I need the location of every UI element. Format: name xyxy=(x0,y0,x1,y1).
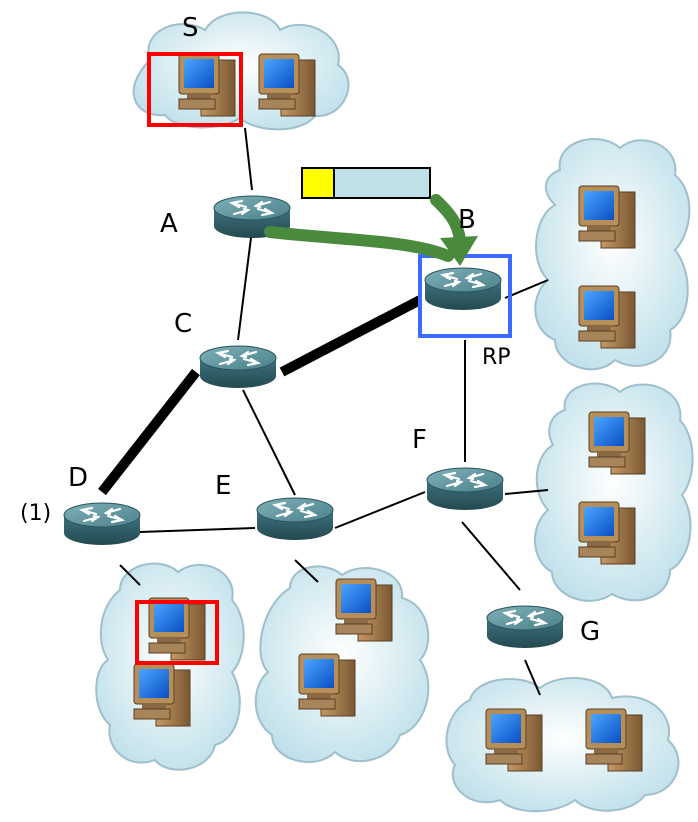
computer-f1 xyxy=(588,411,646,475)
tree-link-b-c xyxy=(279,295,423,377)
label-d: D xyxy=(68,463,88,493)
router-g xyxy=(485,604,565,650)
router-e xyxy=(255,496,335,542)
label-f: F xyxy=(412,425,427,455)
shared-tree xyxy=(98,295,423,496)
label-c: C xyxy=(174,309,192,339)
link-e-f xyxy=(334,491,426,529)
computer-source xyxy=(178,53,236,117)
link-f-g xyxy=(461,521,521,591)
network-links xyxy=(119,127,549,696)
link-d-e xyxy=(139,527,256,533)
cloud-g xyxy=(445,676,680,813)
label-a: A xyxy=(160,209,178,239)
computer-g1 xyxy=(485,708,543,772)
label-rp: RP xyxy=(482,345,511,370)
computer-s2 xyxy=(258,53,316,117)
label-e: E xyxy=(215,471,231,501)
computer-receiver xyxy=(148,597,206,661)
tree-link-c-d xyxy=(98,368,200,496)
computer-f2 xyxy=(578,501,636,565)
link-a-c xyxy=(237,229,253,341)
packet-arrow xyxy=(264,194,478,266)
router-b xyxy=(423,266,503,312)
computer-e2 xyxy=(298,653,356,717)
link-c-e xyxy=(242,389,296,496)
receiver-highlight-box xyxy=(135,600,219,665)
router-f xyxy=(425,466,505,512)
link-b-cloud xyxy=(504,279,549,299)
computer-e1 xyxy=(335,578,393,642)
link-g-cloud xyxy=(524,659,541,696)
router-c xyxy=(198,344,278,390)
link-d-cloud xyxy=(119,564,141,586)
link-s-a xyxy=(244,127,253,191)
label-g: G xyxy=(580,617,600,647)
computer-b1 xyxy=(578,185,636,249)
router-d xyxy=(62,501,142,547)
source-highlight-box xyxy=(147,52,243,127)
cloud-f xyxy=(534,382,694,602)
label-s: S xyxy=(182,13,199,43)
cloud-b xyxy=(534,138,691,371)
computer-d2 xyxy=(133,663,191,727)
link-e-cloud xyxy=(294,559,319,583)
label-marker: (1) xyxy=(20,501,51,526)
computer-b2 xyxy=(578,285,636,349)
computer-g2 xyxy=(585,708,643,772)
link-f-cloud xyxy=(504,489,549,495)
packet xyxy=(301,167,431,199)
label-b: B xyxy=(458,205,476,235)
